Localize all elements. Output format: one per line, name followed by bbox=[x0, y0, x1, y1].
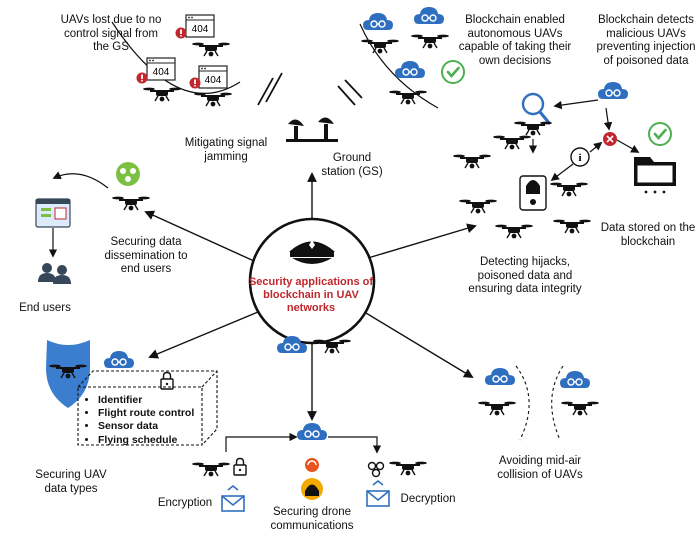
drone-icon bbox=[552, 218, 592, 235]
drone-icon bbox=[494, 223, 534, 240]
securing-types-label: Securing UAV data types bbox=[35, 469, 107, 495]
envelope-icon bbox=[366, 480, 390, 507]
blockchain-icon bbox=[362, 12, 394, 31]
blockchain-icon bbox=[484, 367, 516, 386]
blockchain-autonomous-label: Blockchain enabled autonomous UAVs capab… bbox=[458, 14, 572, 67]
data-types-list: Identifier Flight route control Sensor d… bbox=[84, 394, 194, 447]
end-users-label: End users bbox=[19, 302, 71, 314]
user-icon bbox=[38, 263, 56, 282]
data-type-item: Flying schedule bbox=[98, 434, 194, 447]
uavs-lost-label: UAVs lost due to no control signal from … bbox=[60, 14, 162, 53]
error-code-text: 404 bbox=[205, 75, 222, 86]
drone-icon bbox=[492, 134, 532, 151]
error-badge-icon bbox=[136, 72, 148, 84]
drone-icon bbox=[458, 198, 498, 215]
drone-icon bbox=[360, 38, 400, 55]
sync-icon bbox=[305, 458, 319, 472]
error-code-text: 404 bbox=[192, 24, 209, 35]
drone-icon bbox=[388, 460, 428, 477]
drone-icon bbox=[452, 153, 492, 170]
communications-group bbox=[191, 422, 428, 512]
encryption-label: Encryption bbox=[157, 497, 213, 509]
drone-icon bbox=[549, 181, 589, 198]
blockchain-icon bbox=[296, 422, 328, 441]
blockchain-detects-label: Blockchain detects malicious UAVs preven… bbox=[596, 14, 696, 67]
blockchain-icon bbox=[597, 81, 629, 100]
securing-comms-label: Securing drone communications bbox=[270, 506, 354, 532]
collision-group bbox=[477, 365, 600, 441]
check-icon bbox=[647, 121, 673, 147]
envelope-icon bbox=[221, 485, 245, 512]
ground-station-label: Ground station (GS) bbox=[321, 152, 383, 178]
ground-station-icon bbox=[286, 117, 338, 142]
avoiding-collision-label: Avoiding mid-air collision of UAVs bbox=[497, 455, 583, 481]
decryption-label: Decryption bbox=[400, 493, 456, 505]
data-type-item: Identifier bbox=[98, 394, 194, 407]
detecting-hijacks-label: Detecting hijacks, poisoned data and ens… bbox=[468, 256, 582, 295]
mitigating-jamming-label: Mitigating signal jamming bbox=[184, 137, 268, 163]
magnifier-icon bbox=[521, 92, 552, 125]
drone-icon bbox=[191, 461, 231, 478]
shield-icon bbox=[46, 340, 90, 408]
data-dissemination-group bbox=[35, 162, 151, 284]
blockchain-icon bbox=[103, 350, 135, 369]
data-stored-label: Data stored on the blockchain bbox=[600, 222, 696, 248]
error-code-text: 404 bbox=[153, 67, 170, 78]
drone-icon bbox=[142, 86, 182, 103]
lock-icon bbox=[160, 371, 174, 390]
data-type-item: Flight route control bbox=[98, 407, 194, 420]
blockchain-icon bbox=[413, 6, 445, 25]
drone-icon bbox=[111, 195, 151, 212]
data-types-group bbox=[46, 340, 218, 446]
spoke-arrows bbox=[144, 172, 477, 421]
error-badge-icon bbox=[189, 77, 201, 89]
lock-icon bbox=[233, 457, 247, 476]
center-title: Security applications of blockchain in U… bbox=[248, 276, 374, 314]
securing-dissemination-label: Securing data dissemination to end users bbox=[104, 236, 188, 275]
error-badge-icon bbox=[175, 27, 187, 39]
hacker-icon bbox=[301, 478, 323, 500]
drone-icon bbox=[312, 338, 352, 355]
reject-icon bbox=[603, 132, 617, 146]
drone-icon bbox=[191, 41, 231, 58]
user-icon bbox=[53, 265, 71, 284]
dashboard-icon bbox=[35, 198, 71, 228]
police-cap-icon bbox=[289, 240, 335, 264]
drone-icon bbox=[193, 91, 233, 108]
blockchain-icon bbox=[559, 370, 591, 389]
data-node-icon bbox=[116, 162, 140, 186]
drone-icon bbox=[513, 120, 553, 137]
info-icon: i bbox=[570, 147, 590, 167]
data-type-item: Sensor data bbox=[98, 420, 194, 433]
svg-text:i: i bbox=[578, 152, 581, 164]
signal-jamming-group bbox=[111, 6, 466, 142]
key-icon bbox=[367, 461, 385, 478]
hijack-detection-group: i bbox=[452, 81, 676, 240]
blockchain-icon bbox=[394, 60, 426, 79]
hacker-icon bbox=[519, 175, 547, 211]
folder-icon bbox=[634, 157, 676, 194]
drone-icon bbox=[410, 33, 450, 50]
center-hub bbox=[248, 217, 376, 355]
drone-icon bbox=[560, 400, 600, 417]
drone-icon bbox=[477, 400, 517, 417]
